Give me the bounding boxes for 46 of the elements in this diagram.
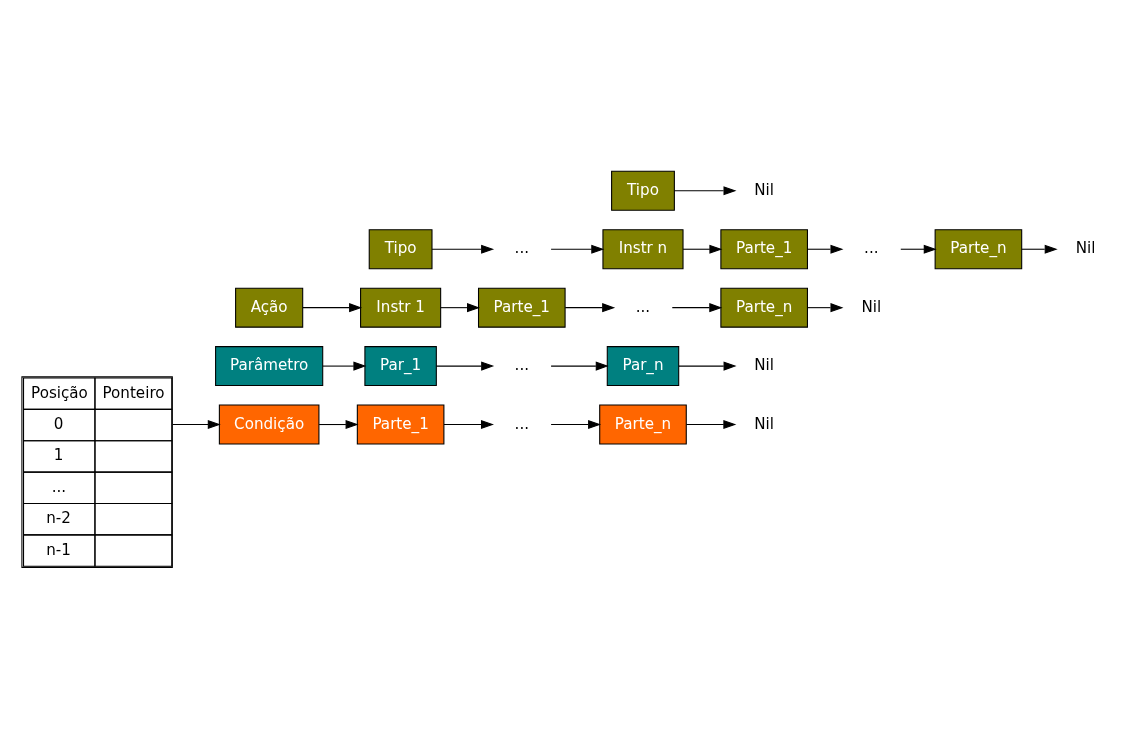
node-box: Par_1 bbox=[364, 345, 437, 386]
arrow bbox=[302, 302, 363, 312]
node-box: Parâmetro bbox=[215, 345, 324, 386]
arrow bbox=[550, 244, 605, 254]
node-box: Ação bbox=[235, 287, 304, 328]
node-box: Tipo bbox=[611, 170, 675, 211]
arrow bbox=[673, 185, 737, 195]
node-box: Tipo bbox=[368, 228, 433, 269]
arrow bbox=[443, 419, 494, 429]
arrow bbox=[807, 244, 844, 254]
node-text: Nil bbox=[754, 355, 775, 374]
node-box: Parte_n bbox=[934, 228, 1023, 269]
arrow bbox=[671, 302, 723, 312]
node-box: Instr n bbox=[602, 228, 684, 269]
arrow bbox=[440, 302, 480, 312]
node-box: Instr 1 bbox=[360, 287, 442, 328]
arrow bbox=[431, 244, 495, 254]
arrow bbox=[550, 361, 609, 371]
arrow bbox=[1021, 244, 1058, 254]
node-text: ... bbox=[864, 238, 879, 257]
node-text: Nil bbox=[754, 180, 775, 199]
arrow bbox=[678, 361, 737, 371]
arrow bbox=[172, 419, 221, 429]
node-box: Parte_1 bbox=[477, 287, 566, 328]
arrow bbox=[435, 361, 495, 371]
arrow bbox=[564, 302, 616, 312]
arrow bbox=[900, 244, 937, 254]
node-text: Nil bbox=[861, 297, 882, 316]
node-text: ... bbox=[514, 238, 530, 257]
arrow bbox=[550, 419, 602, 429]
node-box: Parte_n bbox=[599, 404, 687, 445]
node-text: ... bbox=[514, 355, 530, 374]
node-box: Parte_n bbox=[720, 287, 808, 328]
node-text: Nil bbox=[754, 414, 775, 433]
node-text: Nil bbox=[1075, 238, 1096, 257]
node-box: Parte_1 bbox=[720, 228, 808, 269]
node-box: Parte_1 bbox=[356, 404, 445, 445]
node-text: ... bbox=[635, 297, 651, 316]
node-text: ... bbox=[514, 414, 530, 433]
node-box: Par_n bbox=[606, 345, 680, 386]
arrow bbox=[685, 419, 737, 429]
arrow bbox=[807, 302, 844, 312]
arrow bbox=[318, 419, 359, 429]
node-box: Condição bbox=[218, 404, 320, 445]
arrow bbox=[322, 361, 367, 371]
arrow bbox=[682, 244, 723, 254]
